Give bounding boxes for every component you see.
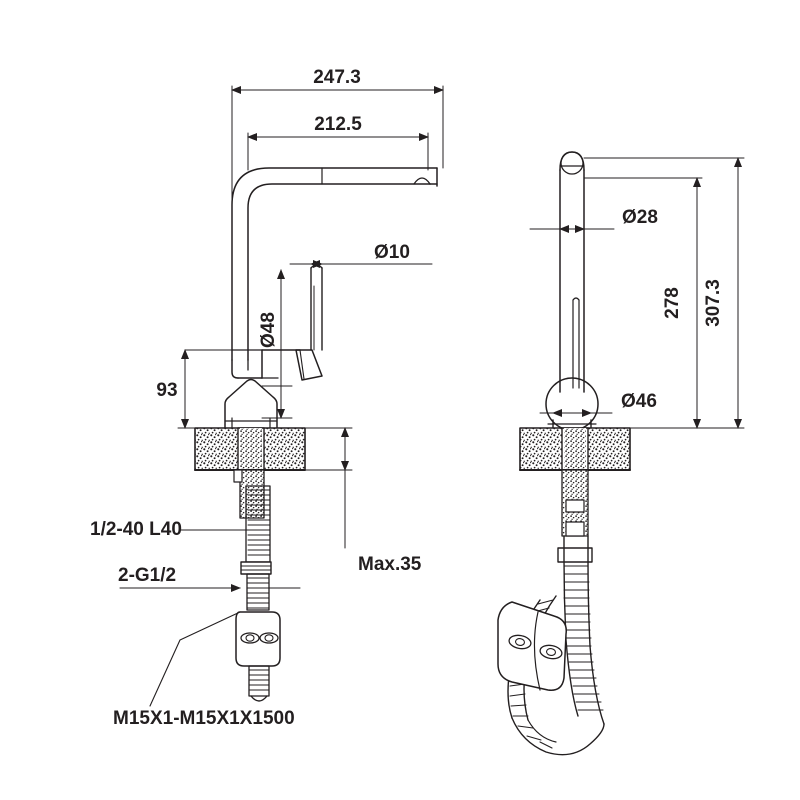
extension-lines-212 [247,132,429,171]
dimension-d28: Ø28 [622,207,658,228]
hose-coil-right [563,565,604,711]
dimension-line-307-3 [583,157,745,429]
callout-inlet-thread: 2-G1/2 [118,565,176,586]
dimension-307-3: 307.3 [703,279,724,327]
dimension-line-d48 [261,269,293,419]
shank-threads [247,489,271,556]
hose-threads-upper [246,577,270,609]
dimension-278: 278 [662,287,683,319]
dimension-93: 93 [156,380,177,401]
dimension-line-max-35 [304,427,353,549]
dimension-line-278 [583,177,703,429]
dimension-247-3: 247.3 [313,67,361,88]
leader-hose-spec [149,611,241,707]
dimension-max-35: Max.35 [358,554,422,575]
dimension-d46: Ø46 [621,391,657,412]
callout-hose-spec: M15X1-M15X1X1500 [113,708,295,729]
dimension-212-5: 212.5 [314,114,362,135]
dimension-line-93 [177,349,233,429]
dimension-d10: Ø10 [374,242,410,263]
hose-threads-lower [248,669,270,691]
dimension-d48: Ø48 [258,312,279,348]
callout-shank-thread: 1/2-40 L40 [90,519,182,540]
